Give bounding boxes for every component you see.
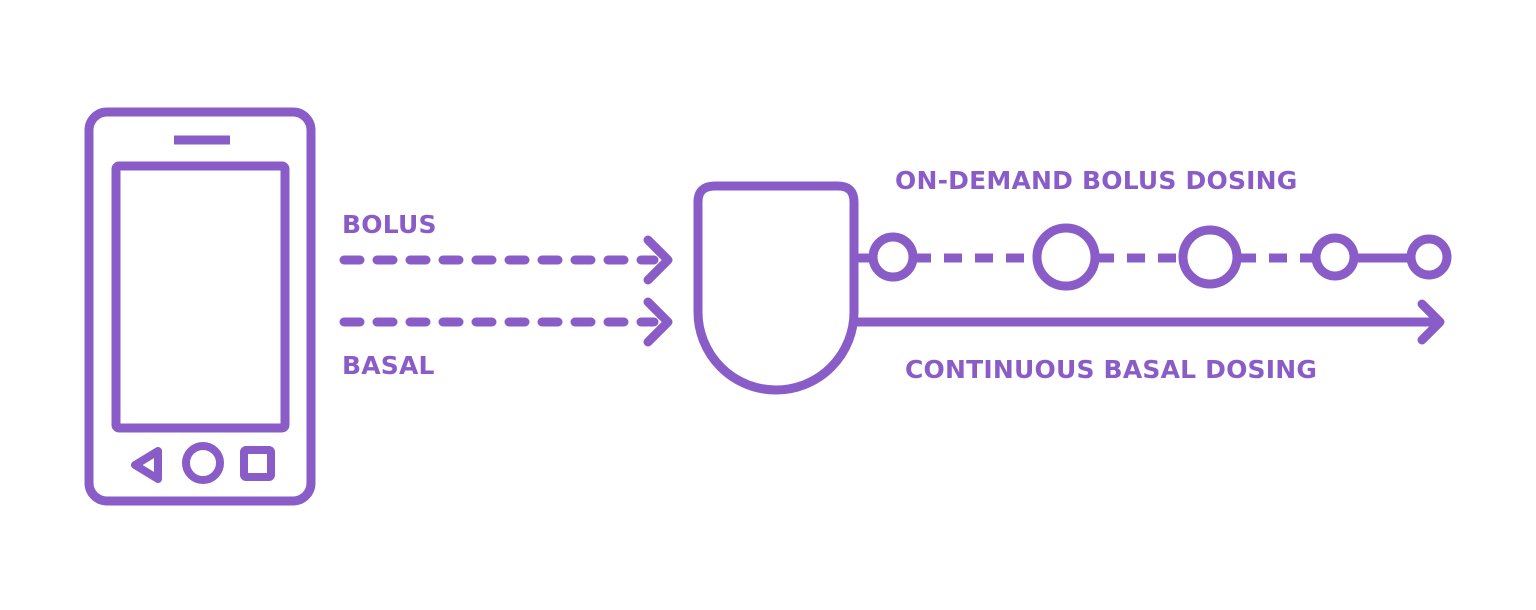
bolus-dose-circle — [868, 232, 918, 282]
back-triangle-icon — [131, 447, 162, 483]
basal-dosing-line — [856, 299, 1445, 345]
on-demand-bolus-dosing-label: ON-DEMAND BOLUS DOSING — [895, 166, 1298, 195]
bolus-arrow — [339, 235, 673, 285]
phone-screen — [111, 161, 290, 433]
basal-label: BASAL — [342, 351, 435, 380]
phone-body — [84, 107, 316, 506]
bolus-dose-circle — [1311, 233, 1359, 281]
continuous-basal-dosing-label: CONTINUOUS BASAL DOSING — [905, 355, 1317, 384]
basal-arrow — [339, 297, 673, 347]
bolus-dosing-timeline — [856, 223, 1452, 291]
bolus-dose-circle — [1178, 225, 1242, 289]
basal-output-arrowhead — [1417, 299, 1445, 345]
bolus-arrowhead — [643, 235, 673, 285]
bolus-dose-circle — [1032, 223, 1100, 291]
basal-arrowhead — [643, 297, 673, 347]
insulin-pump-icon — [693, 181, 859, 395]
bolus-label: BOLUS — [342, 210, 437, 239]
smartphone-icon — [84, 107, 316, 506]
bolus-dose-circle — [1406, 234, 1452, 280]
recent-square-icon — [240, 446, 275, 481]
home-circle-icon — [182, 442, 224, 484]
